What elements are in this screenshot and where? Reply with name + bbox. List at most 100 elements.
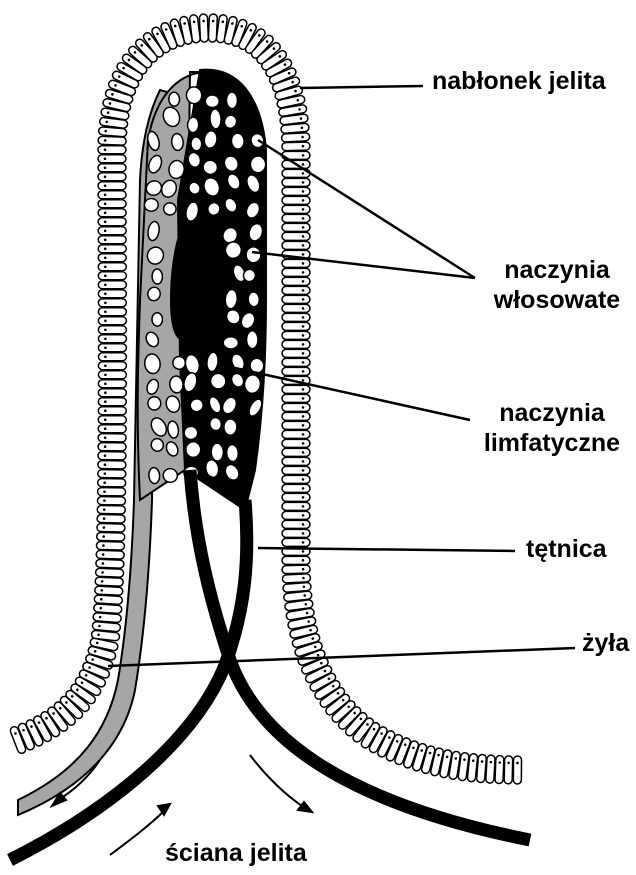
- epithelial-cell: [95, 577, 123, 586]
- epithelial-cell: [98, 146, 126, 154]
- cell-nucleus: [302, 307, 305, 310]
- epithelial-cell: [282, 214, 310, 222]
- leader-vein: [108, 648, 575, 666]
- epithelial-cell: [98, 218, 126, 226]
- epithelial-cell: [98, 272, 126, 280]
- cell-nucleus: [302, 190, 305, 193]
- epithelial-cell: [98, 326, 126, 334]
- network-hole: [148, 397, 161, 410]
- epithelial-cell: [282, 556, 310, 564]
- cell-nucleus: [302, 370, 305, 373]
- network-hole: [226, 444, 239, 462]
- cell-nucleus: [302, 397, 305, 400]
- cell-nucleus: [104, 220, 107, 223]
- cell-nucleus: [104, 157, 107, 160]
- epithelial-cell: [98, 479, 126, 487]
- epithelial-cell: [98, 317, 126, 325]
- cell-nucleus: [302, 388, 305, 391]
- cell-nucleus: [302, 199, 305, 202]
- cell-nucleus: [302, 469, 305, 472]
- label-capillaries-line1: naczynia: [486, 255, 628, 285]
- cell-nucleus: [104, 319, 107, 322]
- epithelial-cell: [282, 538, 310, 546]
- cell-nucleus: [104, 427, 107, 430]
- label-lymphatic-line2: limfatyczne: [472, 428, 632, 458]
- label-vein: żyła: [582, 628, 629, 658]
- arrow-head-icon: [158, 804, 170, 815]
- epithelial-cell: [282, 142, 310, 151]
- epithelial-cell: [98, 380, 126, 388]
- epithelial-cell: [98, 434, 126, 442]
- epithelial-cell: [98, 164, 126, 172]
- cell-nucleus: [302, 352, 305, 355]
- leader-epithelium: [300, 86, 423, 88]
- cell-nucleus: [104, 184, 107, 187]
- epithelial-cell: [282, 295, 310, 303]
- epithelial-cell: [282, 502, 310, 510]
- cell-nucleus: [302, 154, 305, 157]
- cell-nucleus: [302, 172, 305, 175]
- cell-nucleus: [302, 496, 305, 499]
- cell-nucleus: [104, 337, 107, 340]
- epithelial-cell: [282, 205, 310, 213]
- epithelial-cell: [98, 308, 126, 316]
- epithelial-cell: [95, 568, 123, 577]
- cell-nucleus: [302, 217, 305, 220]
- epithelial-cell: [282, 430, 310, 438]
- epithelial-cell: [513, 756, 521, 784]
- cell-nucleus: [104, 193, 107, 196]
- cell-nucleus: [302, 181, 305, 184]
- network-hole: [211, 443, 224, 461]
- cell-nucleus: [104, 166, 107, 169]
- epithelial-cell: [98, 452, 126, 460]
- label-capillaries: naczynia włosowate: [486, 255, 628, 315]
- epithelial-cell: [96, 550, 124, 559]
- cell-nucleus: [302, 325, 305, 328]
- epithelial-cell: [98, 389, 126, 397]
- label-wall: ściana jelita: [165, 838, 307, 868]
- cell-nucleus: [302, 208, 305, 211]
- cell-nucleus: [302, 559, 305, 562]
- epithelial-cell: [96, 559, 124, 568]
- epithelial-cell: [98, 398, 126, 406]
- epithelial-cell: [94, 604, 122, 614]
- epithelial-cell: [282, 340, 310, 348]
- epithelial-cell: [282, 241, 310, 249]
- epithelial-cell: [282, 187, 310, 195]
- network-hole: [186, 86, 203, 104]
- network-hole: [186, 442, 201, 458]
- epithelial-cell: [98, 200, 126, 208]
- label-artery: tętnica: [526, 534, 607, 564]
- network-hole: [209, 109, 221, 129]
- epithelial-cell: [97, 497, 125, 505]
- epithelial-cell: [282, 268, 310, 276]
- epithelial-cell: [282, 394, 310, 402]
- cell-nucleus: [104, 283, 107, 286]
- cell-nucleus: [302, 550, 305, 553]
- epithelial-cell: [94, 595, 122, 605]
- cell-nucleus: [104, 211, 107, 214]
- cell-nucleus: [302, 163, 305, 166]
- epithelial-cell: [97, 505, 125, 514]
- cell-nucleus: [104, 238, 107, 241]
- epithelial-cell: [93, 613, 122, 623]
- cell-nucleus: [302, 487, 305, 490]
- network-hole: [152, 313, 163, 326]
- epithelial-cell: [98, 416, 126, 424]
- cell-nucleus: [104, 301, 107, 304]
- network-hole: [148, 467, 160, 484]
- epithelial-cell: [476, 754, 486, 783]
- cell-nucleus: [104, 229, 107, 232]
- cell-nucleus: [104, 436, 107, 439]
- epithelial-cell: [282, 277, 310, 285]
- cell-nucleus: [302, 262, 305, 265]
- epithelial-cell: [282, 259, 310, 267]
- epithelial-cell: [98, 362, 126, 370]
- cell-nucleus: [104, 202, 107, 205]
- epithelial-cell: [282, 475, 310, 483]
- epithelial-cell: [97, 523, 125, 532]
- epithelial-cell: [98, 173, 126, 181]
- cell-nucleus: [104, 310, 107, 313]
- cell-nucleus: [104, 454, 107, 457]
- cell-nucleus: [104, 373, 107, 376]
